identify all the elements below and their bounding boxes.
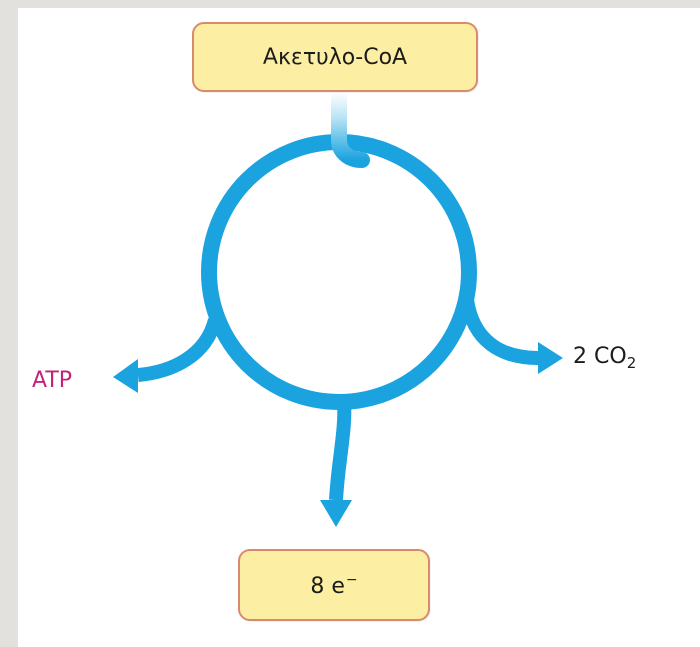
electrons-label: 8 e− [310,572,357,599]
co2-subscript: 2 [626,354,637,372]
acetyl-coa-label: Ακετυλο-CoA [262,44,408,70]
atp-label: ATP [32,368,73,393]
electrons-charge: − [345,571,358,588]
co2-formula: CO [594,344,627,369]
electrons-symbol: e [331,573,345,599]
co2-coefficient: 2 [573,344,587,369]
acetyl-coa-box: Ακετυλο-CoA [192,22,478,92]
input-feed-arrow [331,84,370,168]
cycle-ring [201,134,477,410]
electron-output-arrow [329,401,352,501]
co2-label: 2 CO2 [573,346,636,371]
atp-arrowhead [113,359,138,393]
co2-arrowhead [538,342,563,374]
diagram-panel [18,8,700,647]
co2-output-arrow [460,298,539,365]
electron-arrowhead [320,500,352,527]
electrons-number: 8 [310,573,325,599]
atp-output-arrow [137,317,222,382]
electrons-box: 8 e− [238,549,430,621]
